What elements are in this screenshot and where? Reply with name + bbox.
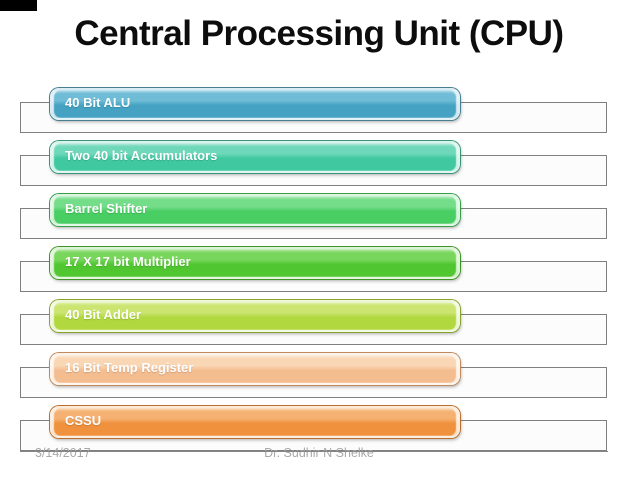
bar-label: Barrel Shifter: [65, 201, 148, 216]
black-corner-artifact: [0, 0, 37, 11]
bar-label: 40 Bit ALU: [65, 95, 131, 110]
component-row-adder: 40 Bit Adder: [0, 300, 638, 346]
component-row-temp-register: 16 Bit Temp Register: [0, 353, 638, 399]
footer-strike-line: [20, 451, 608, 452]
component-bar-accumulators: Two 40 bit Accumulators: [50, 141, 460, 173]
component-row-barrel-shifter: Barrel Shifter: [0, 194, 638, 240]
component-row-alu: 40 Bit ALU: [0, 88, 638, 134]
component-row-cssu: CSSU: [0, 406, 638, 452]
bar-label: 17 X 17 bit Multiplier: [65, 254, 191, 269]
bar-label: 40 Bit Adder: [65, 307, 142, 322]
component-row-multiplier: 17 X 17 bit Multiplier: [0, 247, 638, 293]
component-bar-alu: 40 Bit ALU: [50, 88, 460, 120]
footer-date: 3/14/2017: [35, 446, 91, 460]
bar-label: CSSU: [65, 413, 102, 428]
slide-title: Central Processing Unit (CPU): [74, 14, 564, 53]
component-bar-multiplier: 17 X 17 bit Multiplier: [50, 247, 460, 279]
bar-label: 16 Bit Temp Register: [65, 360, 194, 375]
component-bar-cssu: CSSU: [50, 406, 460, 438]
component-row-accumulators: Two 40 bit Accumulators: [0, 141, 638, 187]
component-bar-temp-register: 16 Bit Temp Register: [50, 353, 460, 385]
footer-author: Dr. Sudhir N Shelke: [264, 446, 374, 460]
component-bar-barrel-shifter: Barrel Shifter: [50, 194, 460, 226]
bar-label: Two 40 bit Accumulators: [65, 148, 218, 163]
component-bar-adder: 40 Bit Adder: [50, 300, 460, 332]
